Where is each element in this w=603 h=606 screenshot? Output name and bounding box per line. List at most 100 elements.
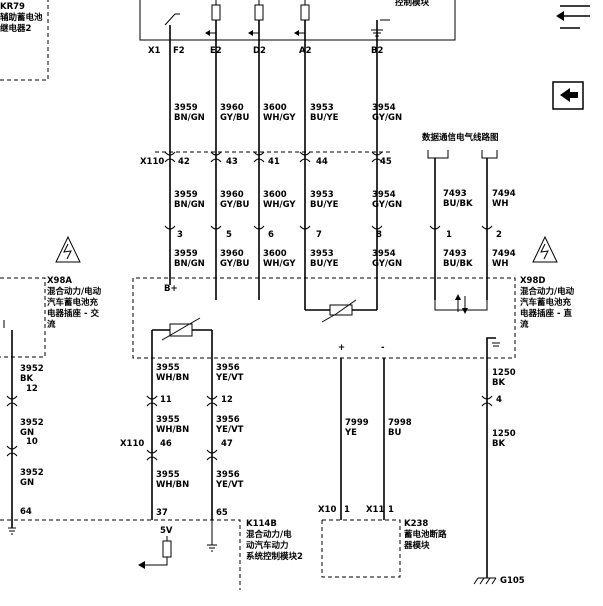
svg-text:3953: 3953 xyxy=(310,249,334,259)
svg-text:X110: X110 xyxy=(140,157,164,167)
svg-text:BU: BU xyxy=(388,428,401,438)
svg-text:8: 8 xyxy=(376,230,382,240)
svg-text:46: 46 xyxy=(160,439,172,449)
kr79-relay: KR79 辅助蓄电池 继电器2 xyxy=(0,0,49,81)
left-wire-3952: 3952 BK 12 3952 GN 10 3952 GN 64 xyxy=(6,330,44,535)
svg-text:X10: X10 xyxy=(318,505,336,515)
temperature-sensor-thermistor xyxy=(305,299,377,323)
svg-text:GY/GN: GY/GN xyxy=(372,200,402,210)
svg-text:45: 45 xyxy=(380,157,392,167)
svg-text:蓄电池断路: 蓄电池断路 xyxy=(404,529,447,540)
svg-text:3956: 3956 xyxy=(216,363,240,373)
swap-arrows-icon[interactable] xyxy=(556,5,590,29)
svg-text:+: + xyxy=(338,343,345,353)
top-control-module: 控制模块 xyxy=(139,0,456,41)
svg-text:1: 1 xyxy=(446,230,452,240)
svg-text:WH/GY: WH/GY xyxy=(263,113,296,123)
svg-text:3953: 3953 xyxy=(310,103,334,113)
circuit-labels-mid: 3959 BN/GN 3960 GY/BU 3600 WH/GY 3953 BU… xyxy=(174,190,402,210)
svg-text:3952: 3952 xyxy=(20,468,44,478)
svg-text:3960: 3960 xyxy=(220,190,244,200)
x98d-pins: 3 5 6 7 8 xyxy=(164,225,493,240)
back-arrow-icon[interactable] xyxy=(552,81,584,110)
svg-text:3600: 3600 xyxy=(263,249,287,259)
svg-text:GY/GN: GY/GN xyxy=(372,113,402,123)
svg-text:10: 10 xyxy=(26,437,38,447)
svg-text:3954: 3954 xyxy=(372,190,396,200)
svg-text:3: 3 xyxy=(177,230,183,240)
kr79-id: KR79 xyxy=(0,2,25,12)
svg-text:WH/BN: WH/BN xyxy=(156,425,189,435)
x110-top-connector: X110 42 43 41 44 45 xyxy=(140,151,392,167)
svg-text:12: 12 xyxy=(26,384,38,394)
svg-text:11: 11 xyxy=(160,395,172,405)
x98d-charger-inlet-dc: X98D 混合动力/电动 汽车蓄电池充 电器插座 - 直 流 xyxy=(132,235,575,359)
power-wires: + - 7999 YE 7998 BU xyxy=(338,343,412,520)
x98a-charger-inlet-ac: X98A 混合动力/电动 汽车蓄电池充 电器插座 - 交 流 xyxy=(0,235,102,358)
svg-text:3956: 3956 xyxy=(216,415,240,425)
kr79-line2: 继电器2 xyxy=(0,23,32,34)
circuit-labels-top: 3959 BN/GN 3960 GY/BU 3600 WH/GY 3953 BU… xyxy=(174,103,402,123)
svg-text:BU/YE: BU/YE xyxy=(310,259,339,269)
svg-text:4: 4 xyxy=(496,395,502,405)
svg-text:混合动力/电动: 混合动力/电动 xyxy=(520,286,575,297)
svg-text:BU/YE: BU/YE xyxy=(310,113,339,123)
svg-text:BU/BK: BU/BK xyxy=(443,259,473,269)
svg-text:流: 流 xyxy=(520,319,529,330)
ambient-temperature-sensor: 3955 WH/BN 3956 YE/VT 11 12 3955 WH/BN 3… xyxy=(120,317,244,520)
svg-text:7999: 7999 xyxy=(345,418,369,428)
svg-text:电器插座 - 交: 电器插座 - 交 xyxy=(47,308,99,319)
svg-text:1: 1 xyxy=(388,505,394,515)
svg-text:7493: 7493 xyxy=(443,249,467,259)
svg-text:K114B: K114B xyxy=(246,519,277,529)
svg-text:3600: 3600 xyxy=(263,103,287,113)
svg-text:WH/BN: WH/BN xyxy=(156,373,189,383)
top-module-label: 控制模块 xyxy=(395,0,430,8)
svg-text:YE/VT: YE/VT xyxy=(215,480,244,490)
svg-text:65: 65 xyxy=(216,508,228,518)
svg-text:3960: 3960 xyxy=(220,249,244,259)
svg-text:WH: WH xyxy=(492,199,509,209)
svg-text:3960: 3960 xyxy=(220,103,244,113)
svg-text:3955: 3955 xyxy=(156,470,180,480)
svg-text:7494: 7494 xyxy=(492,189,516,199)
x1-pins: F2 E2 D2 A2 B2 xyxy=(173,46,383,56)
ground-g105-label: G105 xyxy=(500,576,525,586)
k114b-hybrid-powertrain-control-module: 37 65 5V K114B 混合动力/电 动汽车动力 系统控制模块2 xyxy=(0,508,303,590)
svg-text:5: 5 xyxy=(226,230,232,240)
svg-text:3954: 3954 xyxy=(372,103,396,113)
svg-text:WH/GY: WH/GY xyxy=(263,259,296,269)
svg-text:F2: F2 xyxy=(173,46,185,56)
svg-text:3954: 3954 xyxy=(372,249,396,259)
svg-text:44: 44 xyxy=(316,157,328,167)
svg-text:BU/YE: BU/YE xyxy=(310,200,339,210)
svg-text:X98A: X98A xyxy=(47,276,72,286)
svg-text:BK: BK xyxy=(492,439,505,449)
svg-text:X11: X11 xyxy=(366,505,384,515)
svg-text:电器插座 - 直: 电器插座 - 直 xyxy=(520,308,572,319)
svg-text:5V: 5V xyxy=(160,526,173,536)
svg-text:BN/GN: BN/GN xyxy=(174,200,205,210)
svg-text:GN: GN xyxy=(20,428,34,438)
svg-text:3959: 3959 xyxy=(174,249,198,259)
svg-text:GY/BU: GY/BU xyxy=(220,259,250,269)
svg-text:YE/VT: YE/VT xyxy=(215,373,244,383)
svg-text:汽车蓄电池充: 汽车蓄电池充 xyxy=(47,297,99,308)
svg-text:BU/BK: BU/BK xyxy=(443,199,473,209)
svg-text:K238: K238 xyxy=(404,519,428,529)
svg-text:GN: GN xyxy=(20,478,34,488)
svg-text:37: 37 xyxy=(156,508,168,518)
ground-wire-1250: 1250 BK 4 1250 BK G105 xyxy=(473,337,525,586)
svg-text:3959: 3959 xyxy=(174,190,198,200)
svg-text:BN/GN: BN/GN xyxy=(174,113,205,123)
svg-text:-: - xyxy=(381,343,385,353)
svg-text:流: 流 xyxy=(47,319,56,330)
svg-text:3600: 3600 xyxy=(263,190,287,200)
bplus-label: B+ xyxy=(164,284,178,294)
svg-text:BN/GN: BN/GN xyxy=(174,259,205,269)
circuit-labels-low: 3959 BN/GN 3960 GY/BU 3600 WH/GY 3953 BU… xyxy=(174,249,402,269)
svg-text:3959: 3959 xyxy=(174,103,198,113)
svg-text:7: 7 xyxy=(316,230,322,240)
svg-text:41: 41 xyxy=(268,157,280,167)
svg-text:WH/GY: WH/GY xyxy=(263,200,296,210)
